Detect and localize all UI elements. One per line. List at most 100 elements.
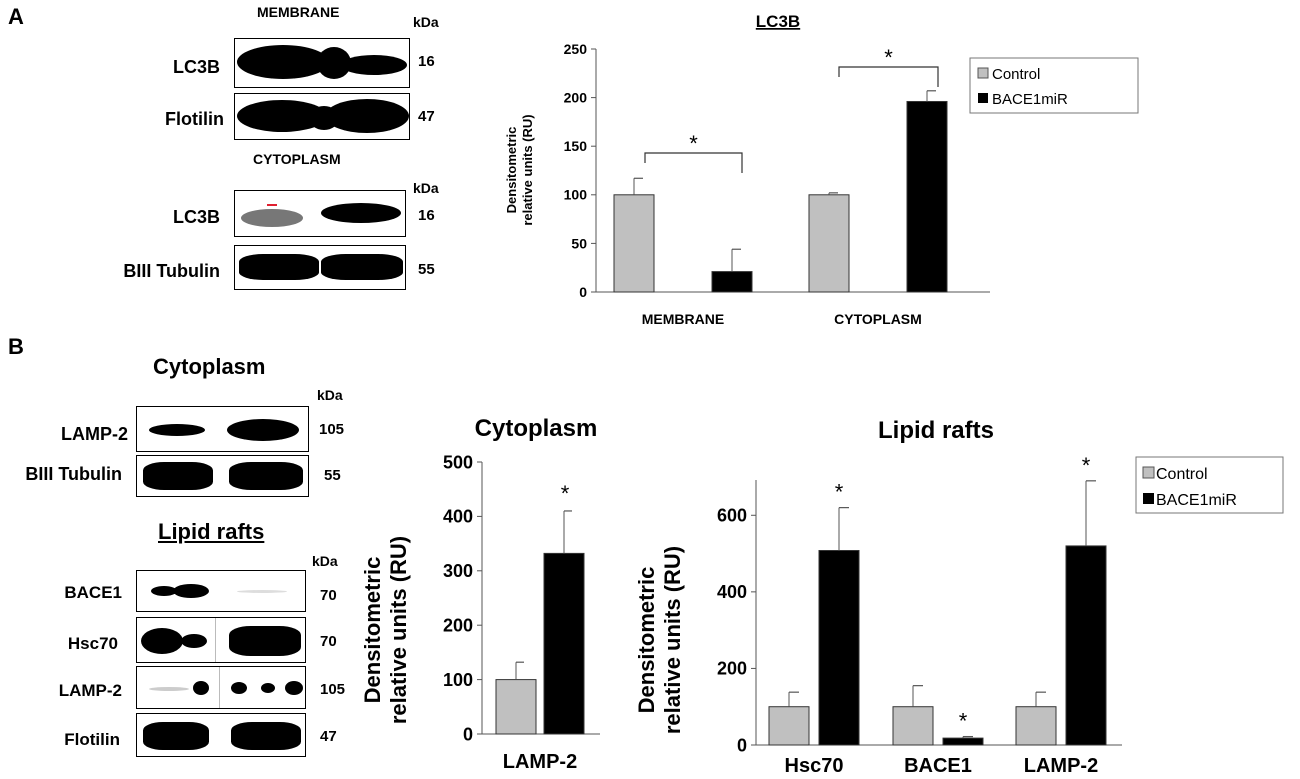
band-label: BACE1 xyxy=(64,583,122,602)
bace1-lipid-blot xyxy=(136,570,306,612)
blot-band xyxy=(143,722,209,750)
membrane-blot-title: MEMBRANE xyxy=(257,4,340,20)
blot-band xyxy=(143,462,213,490)
blot-band xyxy=(227,419,299,441)
bar-bace1mir xyxy=(543,552,585,735)
hsc70-lipid-blot xyxy=(136,617,306,663)
blot-band xyxy=(231,722,301,750)
band-label: LC3B xyxy=(172,57,220,77)
cytoplasm-blot-title: CYTOPLASM xyxy=(253,151,341,167)
molecular-weight: 70 xyxy=(320,633,337,650)
legend-label: Control xyxy=(992,66,1040,83)
molecular-weight: 55 xyxy=(324,467,341,484)
y-axis-label-line2: relative units (RU) xyxy=(386,536,411,724)
y-tick-label: 100 xyxy=(443,670,473,690)
cytoplasm-blot-title: Cytoplasm xyxy=(153,354,266,379)
molecular-weight: 16 xyxy=(418,53,435,70)
legend-swatch-bace1mir xyxy=(1143,493,1154,504)
legend xyxy=(969,57,1139,114)
band-label: LC3B xyxy=(172,207,220,227)
blot-band xyxy=(181,634,207,648)
kda-label: kDa xyxy=(317,387,343,403)
legend-label: BACE1miR xyxy=(1156,492,1237,509)
band-label: BIII Tubulin xyxy=(123,261,220,281)
y-axis-label-line1: Densitometric xyxy=(504,127,519,214)
flotilin-membrane-blot xyxy=(234,93,410,140)
y-axis-label-line1: Densitometric xyxy=(360,557,385,704)
lipid-rafts-blot-title: Lipid rafts xyxy=(158,519,265,544)
blot-band xyxy=(241,209,303,227)
lc3b-membrane-blot xyxy=(234,38,410,88)
y-tick-label: 200 xyxy=(717,659,747,679)
molecular-weight: 47 xyxy=(320,728,337,745)
molecular-weight: 47 xyxy=(418,108,435,125)
red-mark xyxy=(267,204,277,206)
bar-bace1mir xyxy=(906,100,948,293)
x-tick-label: MEMBRANE xyxy=(642,311,724,327)
kda-label: kDa xyxy=(413,14,439,30)
kda-label: kDa xyxy=(312,553,338,569)
blot-band xyxy=(341,55,407,75)
y-tick-label: 0 xyxy=(463,724,473,744)
y-tick-label: 150 xyxy=(564,138,588,154)
y-tick-label: 500 xyxy=(443,452,473,472)
band-label: LAMP-2 xyxy=(61,424,128,444)
band-label: Hsc70 xyxy=(67,634,118,653)
lc3b-cytoplasm-blot xyxy=(234,190,406,237)
chart-title: LC3B xyxy=(756,12,800,31)
y-tick-label: 250 xyxy=(564,41,588,57)
panel-b-letter: B xyxy=(8,334,24,359)
x-tick-label: Hsc70 xyxy=(785,755,844,777)
y-tick-label: 0 xyxy=(737,735,747,755)
y-axis-label-line2: relative units (RU) xyxy=(660,546,685,734)
significance-bracket xyxy=(644,152,743,173)
legend-label: BACE1miR xyxy=(992,91,1068,108)
molecular-weight: 16 xyxy=(418,207,435,224)
bar-control xyxy=(892,706,934,746)
y-axis-label-line2: relative units (RU) xyxy=(520,114,535,225)
blot-band xyxy=(321,254,403,280)
blot-band xyxy=(141,628,183,654)
significance-star: * xyxy=(561,481,570,506)
molecular-weight: 55 xyxy=(418,261,435,278)
y-tick-label: 400 xyxy=(443,507,473,527)
kda-label: kDa xyxy=(413,180,439,196)
tubulin-cytoplasm-blot xyxy=(234,245,406,290)
bar-control xyxy=(495,679,537,735)
legend-swatch-control xyxy=(1142,466,1155,479)
x-tick-label: LAMP-2 xyxy=(1024,755,1098,777)
lipid-rafts-chart: Lipid rafts Densitometric relative units… xyxy=(634,417,1284,777)
blot-band xyxy=(261,683,275,693)
cytoplasm-chart: Cytoplasm Densitometric relative units (… xyxy=(360,415,600,773)
bar-control xyxy=(1015,706,1057,746)
x-tick-label: CYTOPLASM xyxy=(834,311,922,327)
tubulin-cytoplasm-blot xyxy=(136,455,309,497)
blot-band xyxy=(149,687,189,691)
blot-band xyxy=(149,424,205,436)
blot-band xyxy=(325,99,409,133)
bar-bace1mir xyxy=(711,271,753,293)
blot-band xyxy=(239,254,319,280)
y-tick-label: 200 xyxy=(443,616,473,636)
bar-bace1mir xyxy=(942,737,984,746)
lc3b-chart: LC3B Densitometric relative units (RU) 0… xyxy=(504,12,1139,327)
band-label: BIII Tubulin xyxy=(25,464,122,484)
lamp2-lipid-blot xyxy=(136,666,306,709)
significance-star: * xyxy=(1082,453,1091,478)
significance-star: * xyxy=(689,131,698,156)
lane-divider xyxy=(215,618,216,662)
y-tick-label: 400 xyxy=(717,582,747,602)
y-tick-label: 50 xyxy=(571,235,587,251)
y-axis-label-line1: Densitometric xyxy=(634,567,659,714)
y-tick-label: 0 xyxy=(579,284,587,300)
bar-control xyxy=(613,194,655,293)
chart-title: Cytoplasm xyxy=(475,415,598,442)
legend xyxy=(1135,456,1284,514)
blot-band xyxy=(151,586,177,596)
blot-band xyxy=(321,203,401,223)
molecular-weight: 70 xyxy=(320,587,337,604)
significance-star: * xyxy=(884,45,893,70)
blot-band xyxy=(285,681,303,695)
band-label: Flotilin xyxy=(64,730,120,749)
bar-control xyxy=(768,706,810,746)
